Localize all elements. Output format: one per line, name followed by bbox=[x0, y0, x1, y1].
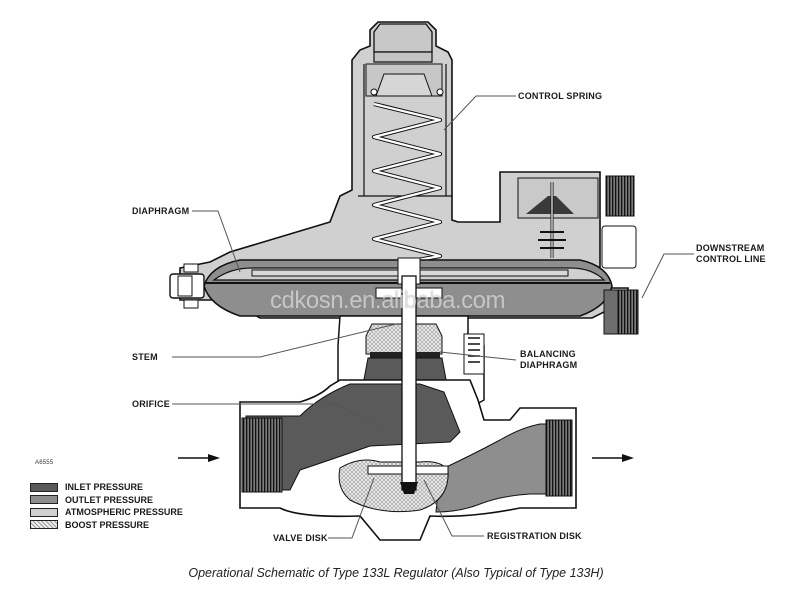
atmospheric-swatch bbox=[30, 507, 58, 517]
callout-balancing-line1: BALANCING bbox=[520, 349, 576, 359]
callout-registration-disk: REGISTRATION DISK bbox=[487, 531, 582, 541]
inlet-swatch bbox=[30, 482, 58, 492]
legend-item-boost: BOOST PRESSURE bbox=[30, 519, 183, 532]
callout-downstream-line1: DOWNSTREAM bbox=[696, 243, 765, 253]
legend-item-inlet: INLET PRESSURE bbox=[30, 481, 183, 494]
figure-caption: Operational Schematic of Type 133L Regul… bbox=[188, 566, 604, 580]
inlet-flow-arrow bbox=[178, 454, 220, 462]
outlet-swatch bbox=[30, 495, 58, 505]
callout-valve-disk: VALVE DISK bbox=[273, 533, 328, 543]
callout-diaphragm: DIAPHRAGM bbox=[132, 206, 190, 216]
callout-stem: STEM bbox=[132, 352, 158, 362]
legend-item-outlet: OUTLET PRESSURE bbox=[30, 494, 183, 507]
outlet-flow-arrow bbox=[592, 454, 634, 462]
pressure-legend: INLET PRESSURE OUTLET PRESSURE ATMOSPHER… bbox=[30, 481, 183, 531]
callout-orifice: ORIFICE bbox=[132, 399, 170, 409]
legend-item-atmospheric: ATMOSPHERIC PRESSURE bbox=[30, 506, 183, 519]
callout-control-spring: CONTROL SPRING bbox=[518, 91, 603, 101]
legend-label: INLET PRESSURE bbox=[65, 482, 144, 493]
callout-downstream-line2: CONTROL LINE bbox=[696, 254, 766, 264]
watermark: cdkosn.en.alibaba.com bbox=[270, 287, 505, 314]
drawing-id: A6555 bbox=[35, 460, 54, 466]
legend-label: ATMOSPHERIC PRESSURE bbox=[65, 507, 183, 518]
callout-balancing-line2: DIAPHRAGM bbox=[520, 360, 578, 370]
diaphragm-chamber bbox=[169, 257, 639, 335]
legend-label: OUTLET PRESSURE bbox=[65, 494, 154, 505]
callout-leaders bbox=[172, 95, 694, 539]
relief-valve bbox=[517, 175, 637, 269]
boost-swatch bbox=[30, 520, 58, 530]
legend-label: BOOST PRESSURE bbox=[65, 519, 150, 530]
spring-case bbox=[179, 21, 629, 319]
